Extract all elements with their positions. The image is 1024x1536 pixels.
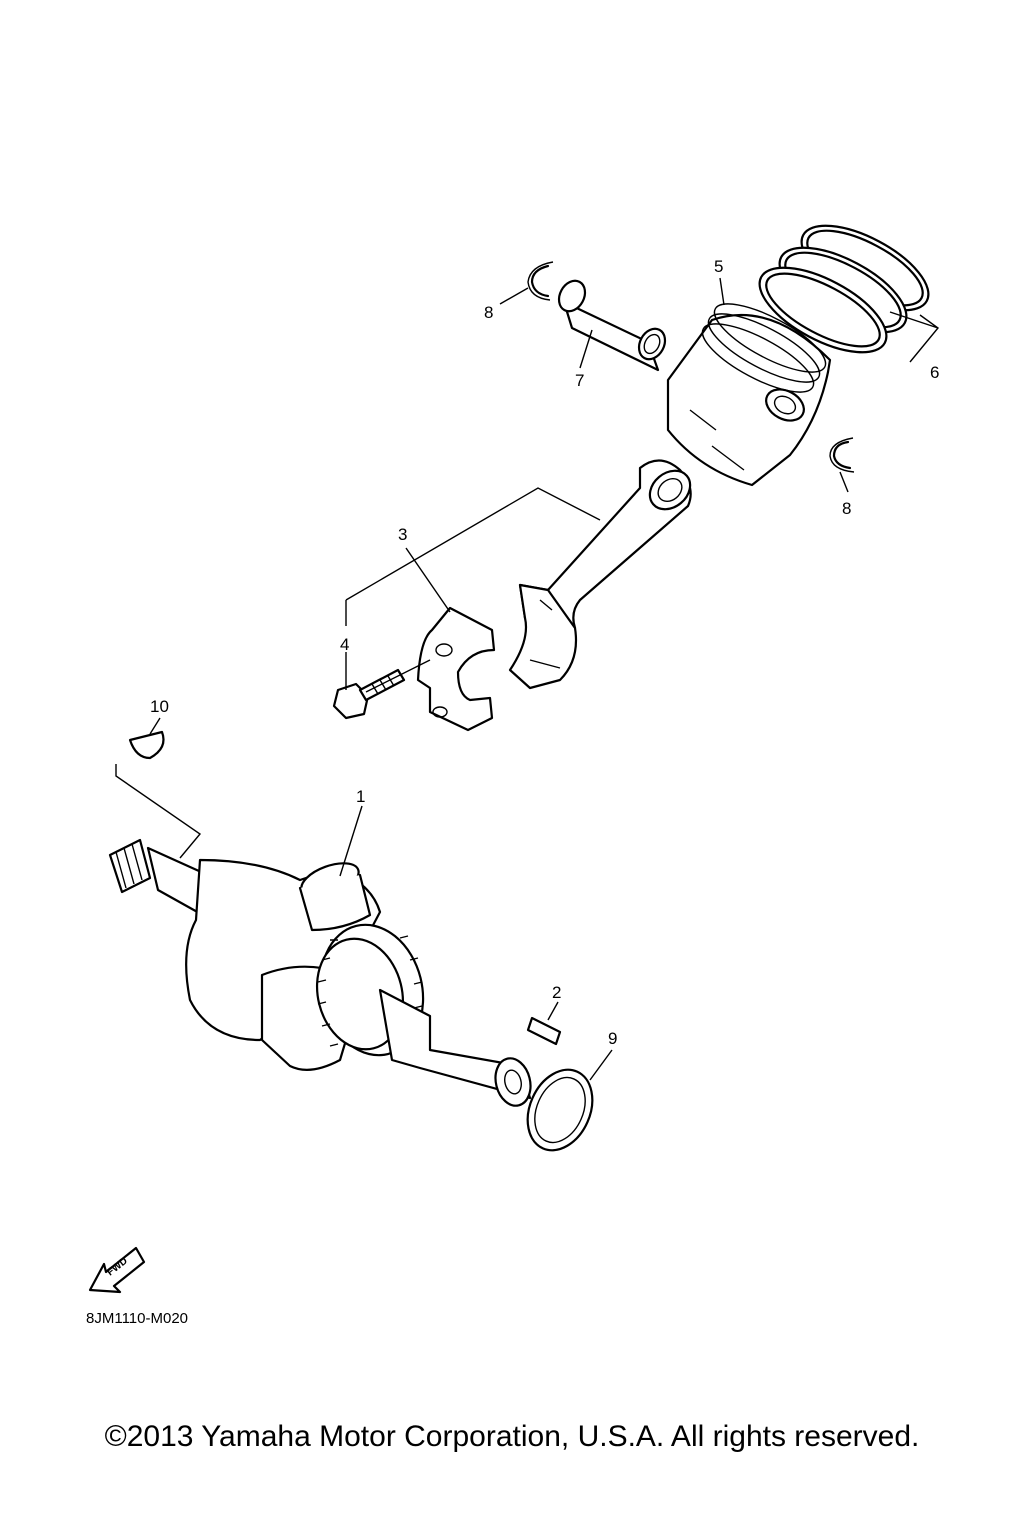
callout-2: 2 <box>552 983 561 1002</box>
circlip-lower <box>829 437 855 473</box>
callout-6: 6 <box>930 363 939 382</box>
circlip-upper <box>527 261 554 301</box>
callout-5: 5 <box>714 257 723 276</box>
copyright-notice: ©2013 Yamaha Motor Corporation, U.S.A. A… <box>104 1420 920 1453</box>
callout-1: 1 <box>356 787 365 806</box>
crankshaft <box>108 838 532 1107</box>
callout-4: 4 <box>340 635 349 654</box>
connecting-rod <box>508 459 692 690</box>
callout-9: 9 <box>608 1029 617 1048</box>
piston <box>666 303 832 487</box>
callout-8-upper: 8 <box>484 303 493 322</box>
rod-bolt <box>332 668 406 720</box>
piston-rings <box>758 224 930 354</box>
diagram-code: 8JM1110-M020 <box>86 1310 188 1327</box>
piston-pin <box>557 279 667 372</box>
rod-cap <box>416 606 496 732</box>
callout-10: 10 <box>150 697 169 716</box>
woodruff-key <box>128 730 165 760</box>
leader-lines <box>115 277 940 1081</box>
fwd-arrow-icon: FWD <box>88 1246 146 1294</box>
callout-8-lower: 8 <box>842 499 851 518</box>
callout-7: 7 <box>575 371 584 390</box>
shaft-key <box>526 1016 562 1046</box>
callout-3: 3 <box>398 525 407 544</box>
o-ring <box>526 1068 594 1152</box>
